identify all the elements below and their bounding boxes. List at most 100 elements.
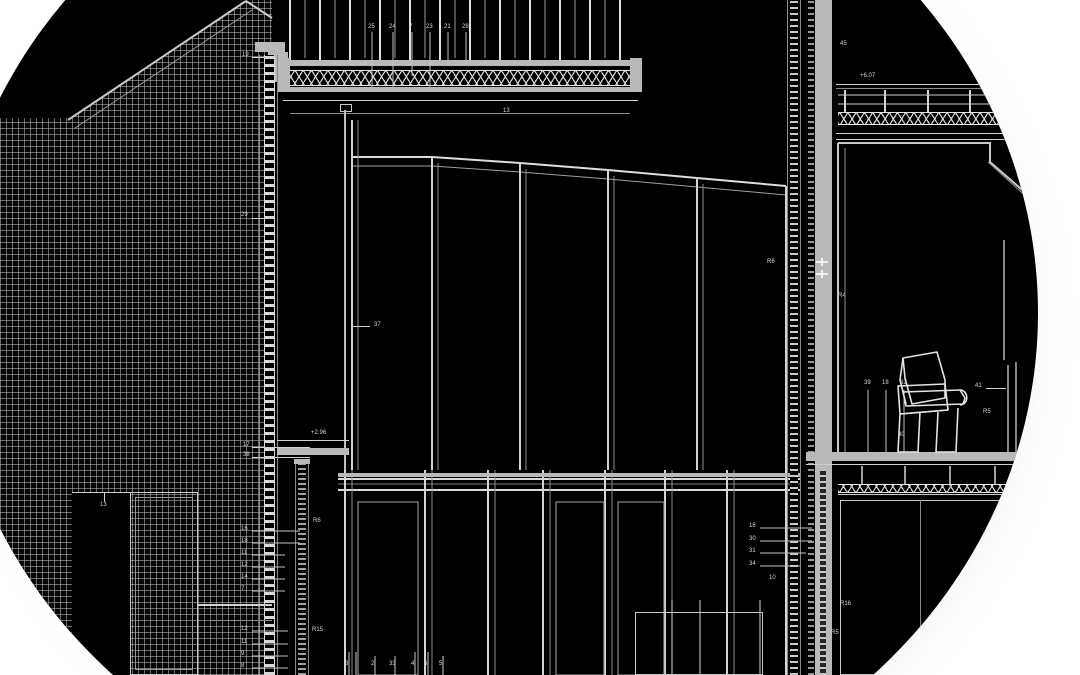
gable-rake-lines [67, 0, 273, 129]
tag-r4: R4 [838, 293, 846, 299]
cad-drawing: 13 [0, 0, 1038, 675]
r6-face-b [308, 462, 309, 675]
seat-tag-18: 18 [882, 380, 889, 386]
bdim-2: 2 [371, 661, 375, 667]
tag-ls-7: 7 [241, 586, 245, 592]
bdim-5: 5 [439, 661, 443, 667]
left-lower-leader-lines [252, 630, 288, 669]
tag-37: 37 [374, 322, 381, 328]
leader-38 [252, 457, 310, 458]
elevation-upper: +6.07 [860, 73, 876, 79]
bdim-6: 6 [424, 661, 428, 667]
elevation-lower: +2.96 [311, 430, 327, 436]
drawing-plate: 13 [0, 0, 1038, 675]
right-lower-joists [861, 466, 996, 484]
roof-tag-21: 21 [444, 24, 451, 30]
leader-37 [352, 326, 370, 327]
tag-r5: R5 [983, 409, 991, 415]
right-lower-head-line [838, 494, 1038, 495]
tag-19: 19 [242, 52, 249, 58]
bottom-dimension-row [348, 652, 444, 675]
bdim-33: 33 [389, 661, 396, 667]
tag-10: 10 [769, 575, 776, 581]
tag-ll-8: 8 [241, 663, 245, 669]
truss-dim-line [290, 113, 630, 114]
lower-right-posts [671, 600, 761, 675]
bdim-3: 3 [345, 661, 349, 667]
tag-17: 17 [243, 442, 250, 448]
tag-29: 29 [241, 212, 248, 218]
right-room-floor [806, 452, 1038, 461]
right-roof-joists [838, 90, 1020, 112]
central-wall-face-b [800, 0, 801, 675]
tag-45: 45 [840, 41, 847, 47]
elevation-upper-rule [836, 88, 1026, 89]
leader-29 [252, 218, 272, 219]
truss-bottom-chord [285, 87, 635, 92]
parapet-coping [255, 42, 285, 52]
roof-joist-leaders [371, 32, 467, 90]
seat-tag-39: 39 [864, 380, 871, 386]
left-leader-lines [252, 530, 300, 592]
plinth-line-3 [210, 620, 272, 621]
right-ceiling-line-2 [836, 139, 1026, 140]
wall-ties [816, 258, 828, 278]
masonry-outer-face-line [277, 55, 278, 675]
tag-ll-11: 11 [241, 639, 248, 645]
bdim-4: 4 [411, 661, 415, 667]
truss-top-chord [285, 60, 635, 66]
ceiling-underside-line [283, 100, 638, 101]
tag-r5b: R5 [831, 630, 839, 636]
tag-r6: R6 [313, 518, 321, 524]
auditorium-seat [897, 351, 968, 453]
leader-19 [252, 57, 268, 58]
seat-tag-40: 40 [898, 432, 905, 438]
tag-r15: R15 [312, 627, 324, 633]
tag-rs-16: 16 [749, 523, 756, 529]
right-angled-soffit [837, 142, 1038, 455]
roof-tag-23: 23 [426, 24, 433, 30]
tag-rs-30: 30 [749, 536, 756, 542]
r6-face-a [295, 462, 296, 675]
tag-r6-central: R6 [767, 259, 775, 265]
right-lower-divider [920, 500, 921, 675]
opening-leader [104, 492, 105, 502]
glazed-partition [338, 470, 800, 675]
central-wall-cavity-b [808, 0, 814, 675]
r6-cavity-fill [298, 462, 306, 675]
roof-tag-28: 28 [462, 24, 469, 30]
tag-rs-34: 34 [749, 561, 756, 567]
roof-tag-25: 25 [368, 24, 375, 30]
seat-tag-41: 41 [975, 383, 982, 389]
plinth-line-2 [198, 605, 272, 606]
tag-ll-12: 12 [241, 626, 248, 632]
tag-r16: R16 [840, 601, 852, 607]
leader-41 [986, 388, 1006, 389]
tag-38: 38 [243, 452, 250, 458]
tag-rs-31: 31 [749, 548, 756, 554]
truss-bearing-right [630, 58, 642, 92]
mid-floor-line [277, 440, 349, 441]
roof-tag-7: 7 [409, 24, 413, 30]
right-wall-cavity [820, 470, 826, 675]
tag-ll-9: 9 [241, 651, 245, 657]
tag-ls-12: 12 [241, 562, 248, 568]
r6-head-plate [294, 459, 310, 464]
sloping-ceiling [344, 110, 787, 470]
masonry-inner-face-line [259, 55, 260, 675]
tag-ls-14: 14 [241, 574, 248, 580]
opening-head-line [72, 492, 198, 493]
roof-joists [289, 0, 621, 60]
tag-ls-11: 11 [241, 550, 248, 556]
central-wall-core [815, 0, 832, 675]
truss-bearing-left [278, 58, 290, 92]
right-facade-posts [1003, 240, 1017, 452]
right-room-floor-line [806, 464, 1038, 465]
leader-17 [252, 447, 310, 448]
central-wall-cavity-a [790, 0, 798, 675]
roof-tag-24: 24 [389, 24, 396, 30]
tag-left-13: 13 [100, 502, 107, 508]
floor-slab-band [338, 473, 800, 477]
mid-floor-slab [277, 448, 349, 455]
tag-ls-18: 18 [241, 538, 248, 544]
